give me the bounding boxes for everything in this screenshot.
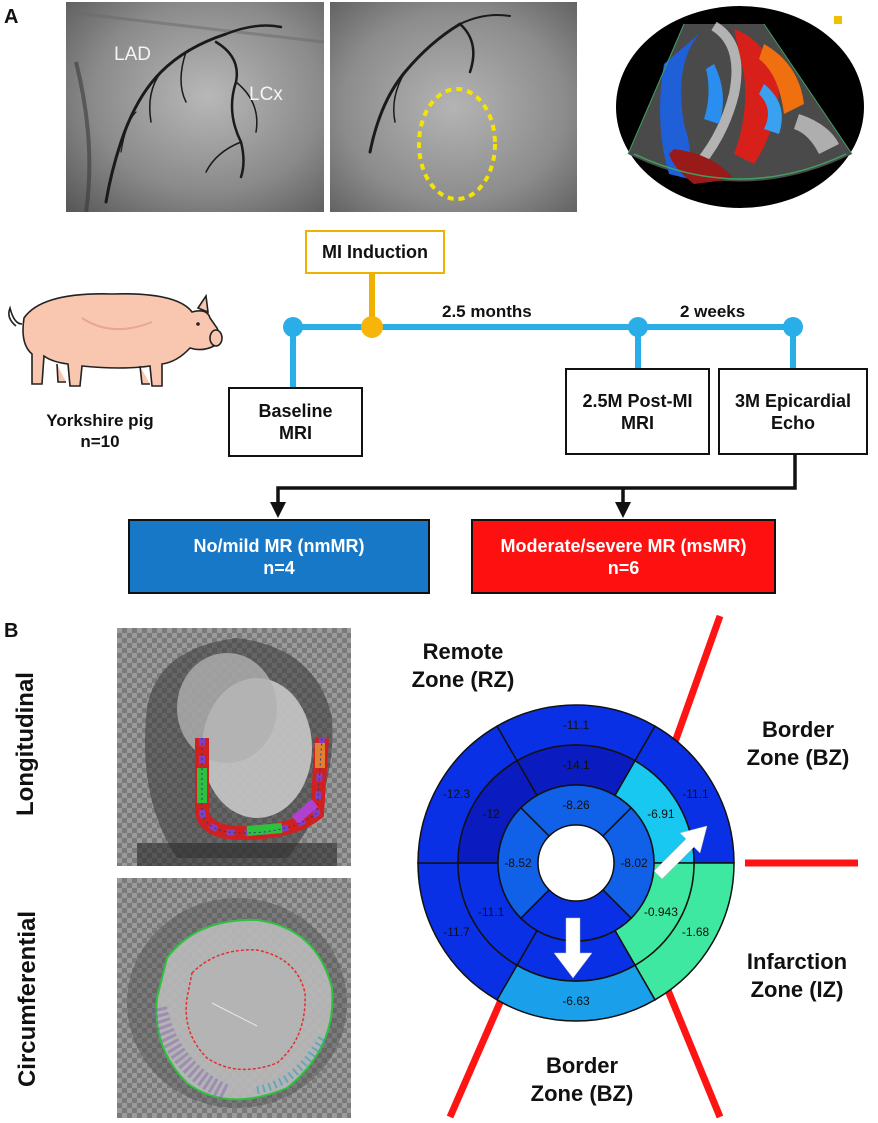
bullseye-inner-value-4: -8.52 [504,856,532,870]
post-mi-mri-line1: 2.5M Post-MI [582,390,693,411]
zone-border-top-line1: Border [761,717,835,742]
occlusion-circle [417,87,497,201]
lcx-label: LCx [249,84,283,105]
angiogram-occlusion-image [330,2,577,212]
circumferential-mri-image [117,878,351,1118]
epicardial-echo-line2: Echo [770,412,815,433]
group-nmmr-count: n=4 [263,557,295,578]
bullseye-middle-value-1: -14.1 [562,758,590,772]
bullseye-outer-value-3: -1.68 [682,925,710,939]
pig-illustration [2,278,227,393]
zone-border-bottom-line1: Border [545,1053,619,1078]
group-msmr-count: n=6 [607,557,640,578]
angiogram-baseline-image: LAD LCx [66,2,324,212]
bullseye-inner-value-1: -8.26 [562,798,590,812]
mi-induction-box: MI Induction [305,230,445,274]
echo-graphic [616,6,864,208]
baseline-mri-line1: Baseline [258,401,333,421]
bullseye-inner-value-2: -8.02 [620,856,648,870]
bullseye-segments [417,704,735,1022]
interval-label-2-weeks: 2 weeks [680,302,746,321]
interval-label-2-5-months: 2.5 months [442,302,532,321]
pig-caption: Yorkshire pig n=10 [30,410,170,452]
bullseye-plot: -11.1 -11.1 -1.68 -6.63 -11.7 -12.3 -14.1 -6.91… [0,600,878,1123]
bullseye-middle-value-5: -11.1 [478,905,505,919]
lad-label: LAD [114,44,151,65]
group-nmmr-label: No/mild MR (nmMR) [193,535,365,556]
bullseye-outer-value-4: -6.63 [562,994,590,1008]
circumferential-mri-graphic [117,878,351,1118]
zone-remote-line2: Zone (RZ) [411,667,515,692]
group-msmr-box: Moderate/severe MR (msMR)n=6 [471,519,776,594]
bullseye-middle-value-2: -6.91 [647,807,675,821]
arrow-down-icon [553,917,593,979]
zone-infarction-line1: Infarction [746,949,848,974]
longitudinal-mri-image [117,628,351,866]
bullseye-outer-value-6: -12.3 [443,787,471,801]
timeline-connectors [270,272,803,518]
baseline-mri-line2: MRI [278,423,312,443]
zone-border-top-line2: Zone (BZ) [746,745,850,770]
echo-image [614,4,866,210]
bullseye-outer-value-5: -11.7 [443,925,470,939]
bullseye-outer-value-1: -11.1 [563,718,590,732]
post-mi-mri-line2: MRI [620,412,654,433]
bullseye-middle-value-3: -0.943 [644,905,678,919]
zone-infarction-line2: Zone (IZ) [750,977,844,1002]
zone-border-bottom-line2: Zone (BZ) [530,1081,634,1106]
pig-name: Yorkshire pig [46,411,154,430]
white-arrows [553,825,708,979]
bullseye-middle-value-6: -12 [482,807,500,821]
group-msmr-label: Moderate/severe MR (msMR) [500,535,747,556]
panel-b-letter: B [4,620,19,642]
panel-a-letter: A [4,6,19,28]
bullseye-center-hole [537,824,615,902]
epicardial-echo-line1: 3M Epicardial [734,390,852,411]
bullseye-value-labels: -11.1 -11.1 -1.68 -6.63 -11.7 -12.3 -14.1 -6.91… [443,718,710,1008]
group-nmmr-box: No/mild MR (nmMR)n=4 [128,519,430,594]
longitudinal-mri-graphic [117,628,351,866]
pig-graphic [8,293,223,387]
zone-remote-line1: Remote [422,639,504,664]
arrow-up-right-icon [653,825,708,880]
angiogram-baseline-graphic [66,2,324,212]
angiogram-occlusion-graphic [330,2,577,212]
bullseye-outer-value-2: -11.1 [682,787,709,801]
pig-count: n=10 [80,432,120,451]
